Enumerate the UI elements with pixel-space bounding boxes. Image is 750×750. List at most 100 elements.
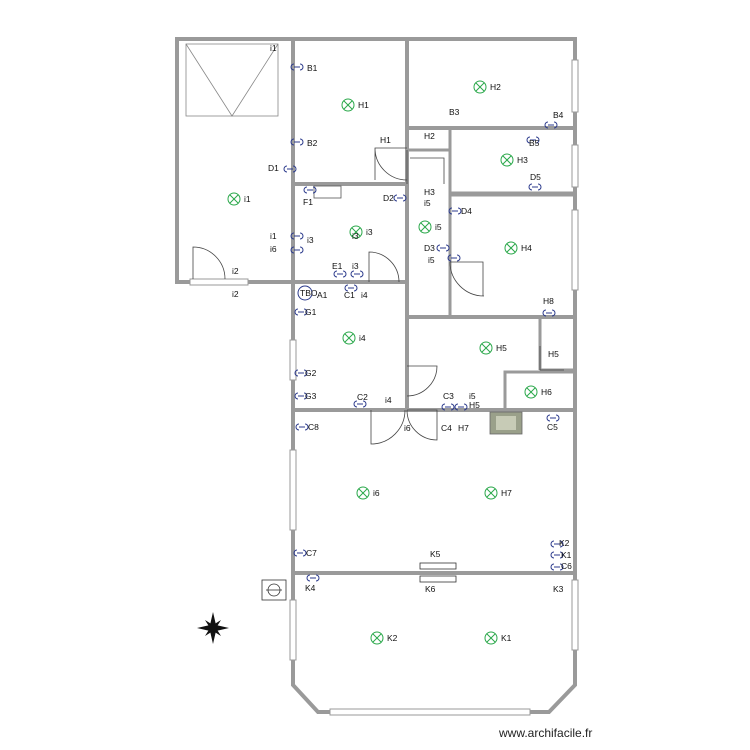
plan-label: i3 [352, 231, 359, 241]
light-label: H6 [541, 387, 552, 397]
plan-label: D3 [424, 243, 435, 253]
plan-label: i4 [385, 395, 392, 405]
power-socket-icon [293, 549, 307, 557]
light-label: H2 [490, 82, 501, 92]
plan-label: D2 [383, 193, 394, 203]
light-fixture-icon [504, 241, 518, 255]
light-label: i1 [244, 194, 251, 204]
light-label: K2 [387, 633, 398, 643]
power-socket-icon [550, 563, 564, 571]
power-socket-icon [294, 392, 308, 400]
meter-box-icon [261, 579, 287, 601]
door-arc [406, 365, 438, 397]
power-socket-icon [448, 207, 462, 215]
plan-label: i2 [232, 289, 239, 299]
plan-label: F1 [303, 197, 313, 207]
light-label: i6 [373, 488, 380, 498]
plan-label: i1 [270, 43, 277, 53]
electrical-panel-icon: TBO [297, 285, 318, 301]
plan-label: i4 [361, 290, 368, 300]
closet-f1 [313, 185, 342, 199]
power-socket-icon [283, 165, 297, 173]
plan-label: C1 [344, 290, 355, 300]
plan-label: H7 [458, 423, 469, 433]
plan-label: H1 [380, 135, 391, 145]
plan-label: C3 [443, 391, 454, 401]
light-fixture-icon [356, 486, 370, 500]
plan-label: K2 [559, 538, 570, 548]
power-socket-icon [550, 551, 564, 559]
plan-label: B5 [529, 138, 540, 148]
room-h6-walls [503, 370, 577, 412]
power-socket-icon [550, 540, 564, 548]
door-arc [368, 251, 400, 283]
light-label: H7 [501, 488, 512, 498]
plan-label: B4 [553, 110, 564, 120]
plan-label: H5 [469, 400, 480, 410]
power-socket-icon [350, 270, 364, 278]
plan-label: i3 [352, 261, 359, 271]
door-arc [192, 246, 226, 280]
windows [189, 59, 579, 716]
light-label: H1 [358, 100, 369, 110]
power-socket-icon [306, 574, 320, 582]
plan-label: B3 [449, 107, 460, 117]
svg-text:TBO: TBO [300, 288, 318, 298]
plan-label: K3 [553, 584, 564, 594]
plan-label: K4 [305, 583, 316, 593]
plan-label: i5 [428, 255, 435, 265]
light-label: K1 [501, 633, 512, 643]
plan-label: C5 [547, 422, 558, 432]
door-arc [374, 147, 408, 181]
skylight [185, 43, 279, 117]
plan-label: i3 [307, 235, 314, 245]
light-fixture-icon [484, 631, 498, 645]
plan-label: H5 [548, 349, 559, 359]
light-label: H5 [496, 343, 507, 353]
power-socket-icon [542, 309, 556, 317]
plan-label: H8 [543, 296, 554, 306]
compass-rose-icon [197, 612, 229, 644]
plan-label: G3 [305, 391, 317, 401]
plan-label: E1 [332, 261, 343, 271]
doors [192, 147, 564, 445]
power-socket-icon [290, 246, 304, 254]
power-socket-icon [294, 369, 308, 377]
power-socket-icon [393, 194, 407, 202]
light-fixture-icon [479, 341, 493, 355]
power-socket-icon [526, 136, 540, 144]
walls [175, 37, 577, 714]
power-socket-icon [454, 403, 468, 411]
plan-label: K6 [425, 584, 436, 594]
light-label: i3 [366, 227, 373, 237]
plan-label: D5 [530, 172, 541, 182]
plan-label: i5 [424, 198, 431, 208]
k5-k6-fixture [419, 562, 457, 583]
fireplace-inner [496, 416, 516, 430]
plan-label: C6 [561, 561, 572, 571]
light-label: H4 [521, 243, 532, 253]
power-sockets [283, 63, 564, 582]
door-arc [370, 409, 406, 445]
light-fixture-icon [227, 192, 241, 206]
plan-label: i6 [404, 423, 411, 433]
light-fixture-icon [500, 153, 514, 167]
plan-label: G2 [305, 368, 317, 378]
light-fixture-icon [349, 225, 363, 239]
power-socket-icon [290, 232, 304, 240]
door-arc [449, 261, 485, 297]
door-arc [539, 346, 564, 371]
plan-label: C2 [357, 392, 368, 402]
plan-label: A1 [317, 290, 328, 300]
plan-label: G1 [305, 307, 317, 317]
room-k-walls [291, 571, 577, 714]
plan-label: i2 [232, 266, 239, 276]
light-fixture-icon [342, 331, 356, 345]
power-socket-icon [294, 308, 308, 316]
plan-label: D1 [268, 163, 279, 173]
power-socket-icon [353, 400, 367, 408]
power-socket-icon [546, 414, 560, 422]
power-socket-icon [544, 121, 558, 129]
